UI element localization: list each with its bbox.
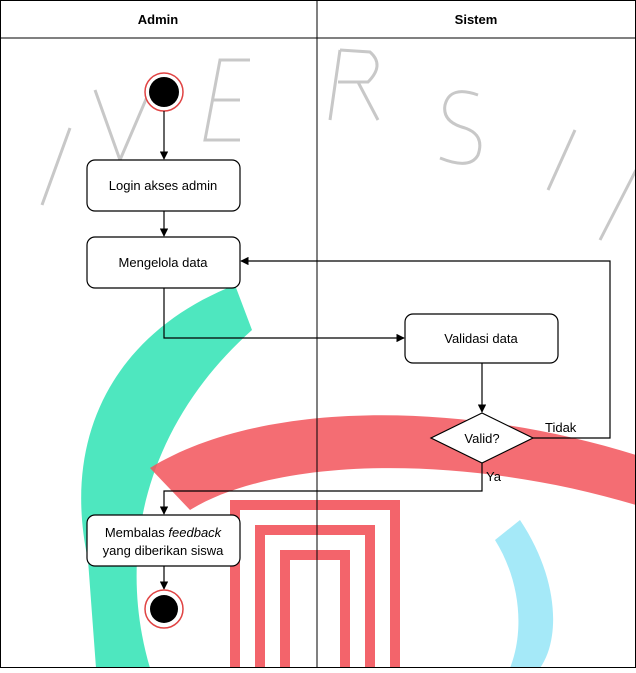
watermark-letter — [40, 127, 72, 206]
activity-membalas-line1: Membalas feedback — [105, 525, 223, 540]
decision-label: Valid? — [464, 431, 499, 446]
edge-ya — [159, 463, 483, 515]
activity-membalas-feedback[interactable]: Membalas feedback yang diberikan siswa — [86, 514, 241, 567]
watermark-letters — [40, 48, 636, 241]
edge-tidak-loop — [240, 256, 611, 439]
watermark-letter — [93, 89, 152, 165]
end-node[interactable] — [144, 589, 184, 629]
activity-login-label: Login akses admin — [109, 178, 217, 193]
activity-membalas-line2: yang diberikan siswa — [103, 543, 224, 558]
activity-validasi-label: Validasi data — [444, 331, 518, 346]
activity-membalas-text: Membalas — [105, 525, 169, 540]
activity-mengelola-data[interactable]: Mengelola data — [86, 236, 241, 289]
activity-mengelola-label: Mengelola data — [119, 255, 209, 270]
lane-title-admin: Admin — [138, 12, 179, 27]
watermark-letter — [546, 129, 577, 191]
activity-feedback-word: feedback — [168, 525, 222, 540]
watermark-letter — [328, 48, 380, 121]
watermark-cyan-arc — [495, 520, 554, 668]
start-node[interactable] — [144, 72, 184, 112]
watermark-letter — [598, 169, 636, 241]
edge-label-ya: Ya — [486, 469, 502, 484]
activity-login[interactable]: Login akses admin — [86, 159, 241, 212]
watermark-letter — [439, 90, 482, 165]
edge-kelola-validasi — [163, 288, 405, 343]
activity-validasi-data[interactable]: Validasi data — [404, 313, 559, 364]
watermark-teal-arc — [81, 285, 252, 668]
lane-title-sistem: Sistem — [455, 12, 498, 27]
watermark — [40, 48, 636, 668]
watermark-letter — [203, 58, 250, 142]
watermark-logo — [230, 500, 400, 668]
edge-label-tidak: Tidak — [545, 420, 577, 435]
